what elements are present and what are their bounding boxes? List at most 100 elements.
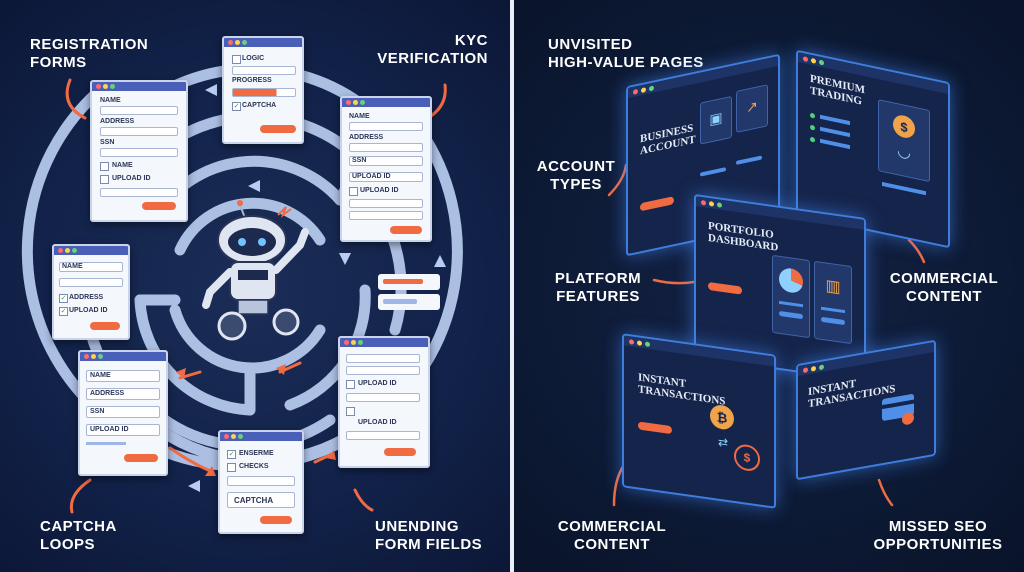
left-panel-maze: REGISTRATION FORMS KYC VERIFICATION CAPT… bbox=[0, 0, 510, 572]
checkbox[interactable] bbox=[349, 187, 358, 196]
exchange-arrows-icon: ⇄ bbox=[717, 434, 729, 451]
form-card-bottom-right: UPLOAD ID UPLOAD ID bbox=[338, 336, 430, 468]
upload-select[interactable]: UPLOAD ID bbox=[349, 172, 423, 182]
field-label: UPLOAD ID bbox=[90, 426, 129, 433]
select-field[interactable] bbox=[346, 393, 420, 402]
red-arrow-heads bbox=[176, 364, 336, 476]
submit-button[interactable] bbox=[390, 226, 422, 234]
label-platform-features: PLATFORM FEATURES bbox=[554, 270, 642, 305]
check-dot bbox=[810, 136, 815, 143]
text-field[interactable] bbox=[349, 143, 423, 152]
text-field[interactable] bbox=[346, 354, 420, 363]
field-label: UPLOAD ID bbox=[112, 175, 151, 182]
cta-button[interactable] bbox=[708, 281, 742, 295]
field-label: CHECKS bbox=[239, 463, 269, 470]
submit-button[interactable] bbox=[260, 516, 292, 524]
field-label: ADDRESS bbox=[349, 134, 384, 141]
page-title: PORTFOLIO DASHBOARD bbox=[708, 219, 779, 254]
text-field[interactable] bbox=[346, 366, 420, 375]
ssn-field[interactable]: SSN bbox=[86, 406, 160, 418]
label-registration-forms: REGISTRATION FORMS bbox=[30, 36, 149, 71]
name-field[interactable]: NAME bbox=[86, 370, 160, 382]
field-label: SSN bbox=[100, 139, 115, 146]
submit-button[interactable] bbox=[124, 454, 158, 462]
checkbox-checked[interactable]: ✓ bbox=[227, 450, 236, 459]
checkbox[interactable] bbox=[232, 55, 241, 64]
text-field[interactable] bbox=[349, 199, 423, 208]
submit-button[interactable] bbox=[260, 125, 296, 133]
checkbox[interactable] bbox=[100, 175, 109, 184]
field-label: SSN bbox=[352, 157, 367, 164]
field-label: UPLOAD ID bbox=[69, 307, 108, 314]
text-field[interactable] bbox=[349, 211, 423, 220]
checkbox-checked[interactable]: ✓ bbox=[232, 102, 241, 111]
field-label: CAPTCHA bbox=[242, 102, 277, 109]
form-card-kyc: NAME ADDRESS SSN UPLOAD ID UPLOAD ID bbox=[340, 96, 432, 242]
maze-ring-5-bottom bbox=[169, 304, 326, 374]
field-label: UPLOAD ID bbox=[358, 419, 397, 426]
briefcase-icon: ▣ bbox=[709, 108, 723, 128]
bar-chart-icon: ▥ bbox=[825, 277, 841, 297]
ssn-field[interactable]: SSN bbox=[349, 156, 423, 166]
checkbox-checked[interactable]: ✓ bbox=[59, 307, 68, 316]
label-missed-seo-opportunities: MISSED SEO OPPORTUNITIES bbox=[873, 518, 1003, 553]
submit-button[interactable] bbox=[142, 202, 176, 210]
label-commercial-content-right: COMMERCIAL CONTENT bbox=[889, 270, 999, 305]
form-titlebar bbox=[342, 98, 430, 107]
field-label: NAME bbox=[90, 372, 111, 379]
label-captcha-loops: CAPTCHA LOOPS bbox=[40, 518, 117, 553]
checkbox[interactable] bbox=[227, 463, 236, 472]
line bbox=[820, 114, 850, 126]
field-label: UPLOAD ID bbox=[360, 187, 399, 194]
page-instant-transactions-left[interactable]: INSTANT TRANSACTIONS ₿ $ ⇄ bbox=[622, 333, 776, 509]
checkbox[interactable] bbox=[346, 407, 355, 416]
text-field[interactable] bbox=[100, 188, 178, 197]
floating-progress-bars bbox=[378, 274, 440, 310]
checkbox[interactable] bbox=[100, 162, 109, 171]
captcha-dots[interactable] bbox=[227, 476, 295, 486]
captcha-dots[interactable] bbox=[59, 278, 123, 287]
form-card-bottom-left: NAME ADDRESS SSN UPLOAD ID bbox=[78, 350, 168, 476]
cta-button[interactable] bbox=[640, 196, 674, 212]
upload-field[interactable]: UPLOAD ID bbox=[86, 424, 160, 436]
cta-button[interactable] bbox=[638, 421, 672, 435]
page-title: PREMIUM TRADING bbox=[810, 72, 865, 108]
address-field[interactable]: ADDRESS bbox=[86, 388, 160, 400]
submit-button[interactable] bbox=[90, 322, 120, 330]
submit-button[interactable] bbox=[384, 448, 416, 456]
dollar-icon: $ bbox=[734, 442, 760, 473]
captcha-box[interactable]: CAPTCHA bbox=[227, 492, 295, 508]
field-label: ADDRESS bbox=[100, 118, 135, 125]
page-instant-transactions-right[interactable]: INSTANT TRANSACTIONS bbox=[796, 339, 936, 481]
maze-ring-5-top bbox=[174, 197, 326, 256]
text-field[interactable] bbox=[346, 431, 420, 440]
maze-ring-4-left bbox=[134, 294, 256, 416]
hands-icon: ◡ bbox=[897, 142, 911, 163]
checkbox-checked[interactable]: ✓ bbox=[59, 294, 68, 303]
text-field[interactable] bbox=[100, 127, 178, 136]
field-label: NAME bbox=[349, 113, 370, 120]
mini-button bbox=[821, 316, 845, 326]
mini-button bbox=[779, 310, 803, 320]
maze-ring-outer bbox=[21, 84, 463, 472]
label-account-types: ACCOUNT TYPES bbox=[536, 158, 616, 193]
text-field[interactable] bbox=[100, 148, 178, 157]
form-card-bottom-center: ✓ ENSERME CHECKS CAPTCHA bbox=[218, 430, 304, 534]
name-field[interactable]: NAME bbox=[59, 262, 123, 272]
checkbox[interactable] bbox=[346, 380, 355, 389]
text-field[interactable] bbox=[100, 106, 178, 115]
form-titlebar bbox=[54, 246, 128, 255]
field-label: SSN bbox=[90, 408, 105, 415]
line bbox=[821, 306, 845, 314]
field-label: CAPTCHA bbox=[234, 496, 274, 505]
page-title: BUSINESS ACCOUNT bbox=[640, 122, 696, 158]
field-label: UPLOAD ID bbox=[358, 380, 397, 387]
form-card-top: LOGIC PROGRESS ✓ CAPTCHA bbox=[222, 36, 304, 144]
field-label: PROGRESS bbox=[232, 77, 272, 84]
text-field[interactable] bbox=[232, 66, 296, 75]
form-titlebar bbox=[224, 38, 302, 47]
text-field[interactable] bbox=[349, 122, 423, 131]
pie-chart-icon bbox=[779, 266, 803, 295]
label-commercial-content-bottom: COMMERCIAL CONTENT bbox=[557, 518, 667, 553]
